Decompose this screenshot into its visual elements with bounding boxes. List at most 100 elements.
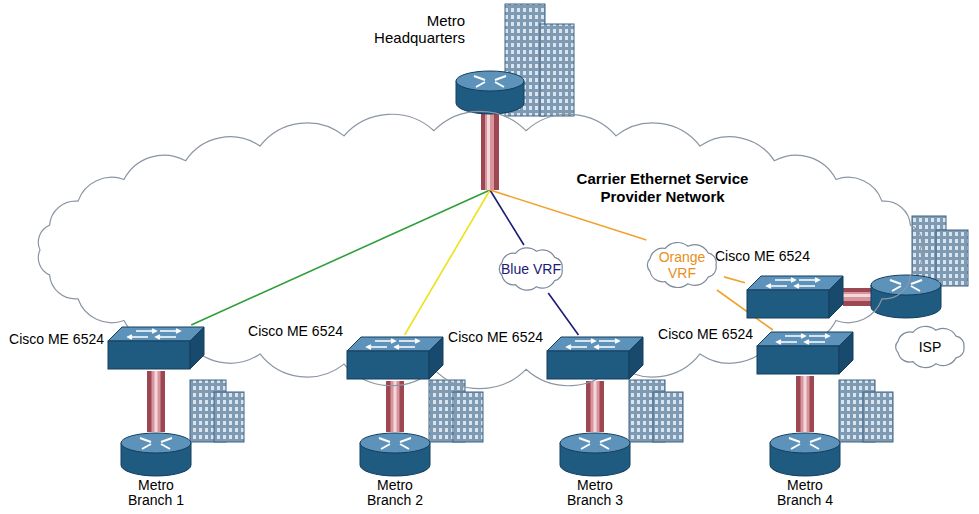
router-top bbox=[121, 433, 191, 453]
site-label: Metro Branch 3 bbox=[555, 478, 635, 508]
pipe-body bbox=[386, 381, 404, 432]
switch-arrows bbox=[767, 278, 819, 288]
switch-icon bbox=[547, 337, 643, 379]
router-shape bbox=[559, 432, 631, 476]
building-block bbox=[453, 392, 483, 442]
switch-front bbox=[547, 351, 629, 379]
router-icon: Metro Branch 1 bbox=[120, 432, 192, 476]
switch-arrows bbox=[777, 334, 829, 344]
branch-building bbox=[839, 380, 893, 442]
building-block bbox=[863, 392, 893, 442]
switch-shape bbox=[106, 325, 206, 371]
pipe-body bbox=[796, 376, 814, 432]
switch-icon: Cisco ME 6524 bbox=[755, 330, 855, 376]
cloud-outline bbox=[896, 326, 964, 367]
building-block bbox=[540, 24, 574, 116]
link-line bbox=[405, 190, 490, 335]
router-top bbox=[770, 433, 840, 453]
cloud-label: Blue VRF bbox=[500, 261, 562, 277]
switch-top bbox=[108, 327, 204, 341]
pipe-link bbox=[595, 381, 596, 432]
building-block bbox=[936, 230, 968, 286]
network-link bbox=[191, 190, 490, 325]
device-label: Cisco ME 6524 bbox=[448, 329, 543, 345]
router-shape bbox=[120, 432, 192, 476]
link-line bbox=[490, 190, 524, 245]
router-icon: Metro Branch 4 bbox=[769, 432, 841, 476]
branch-building bbox=[429, 380, 483, 442]
hq-pipe bbox=[481, 106, 499, 190]
pipe-shine bbox=[394, 381, 397, 432]
router-top bbox=[360, 433, 430, 453]
network-link bbox=[405, 190, 490, 335]
building-block bbox=[214, 392, 244, 442]
switch-arrows bbox=[567, 339, 619, 349]
hq-shape bbox=[455, 70, 525, 190]
router-icon bbox=[456, 71, 524, 114]
cloud-label: Carrier Ethernet Service Provider Networ… bbox=[555, 170, 770, 206]
router-arrows bbox=[379, 438, 411, 449]
router-arrows bbox=[579, 438, 611, 449]
switch-shape bbox=[745, 274, 845, 320]
network-link bbox=[548, 293, 578, 335]
switch-side bbox=[839, 332, 853, 374]
pipe-shine bbox=[594, 381, 597, 432]
switch-front bbox=[747, 290, 829, 318]
pipe-body bbox=[481, 106, 499, 190]
router-arrows bbox=[890, 280, 922, 291]
network-link bbox=[724, 277, 745, 283]
cloud-label: Orange VRF bbox=[648, 249, 716, 281]
network-link bbox=[490, 190, 524, 245]
pipe-link bbox=[805, 376, 806, 432]
router-top bbox=[871, 275, 941, 295]
router-icon bbox=[560, 433, 630, 476]
switch-arrows bbox=[128, 329, 180, 339]
vrf-cloud: Orange VRF bbox=[640, 240, 724, 290]
switch-icon bbox=[347, 337, 443, 379]
branch-building bbox=[190, 380, 244, 442]
pipe-shine bbox=[843, 294, 875, 297]
router-icon bbox=[360, 433, 430, 476]
cloud-outline bbox=[38, 111, 921, 388]
router-top bbox=[560, 433, 630, 453]
switch-side bbox=[190, 327, 204, 369]
site-label: Metro Branch 4 bbox=[765, 478, 845, 508]
switch-top bbox=[747, 276, 843, 290]
cloud-outline bbox=[499, 248, 562, 290]
switch-shape bbox=[755, 330, 855, 376]
pipe-shine bbox=[487, 106, 490, 190]
switch-icon: Cisco ME 6524 bbox=[545, 335, 645, 381]
pipe-shine bbox=[152, 371, 161, 432]
switch-icon bbox=[757, 332, 853, 374]
pipe-link bbox=[395, 381, 396, 432]
switch-icon: Cisco ME 6524 bbox=[345, 335, 445, 381]
site-label: Metro Branch 1 bbox=[116, 478, 196, 508]
switch-side bbox=[629, 337, 643, 379]
switch-icon: Cisco ME 6524 bbox=[106, 325, 206, 371]
switch-side bbox=[429, 337, 443, 379]
device-label: Cisco ME 6524 bbox=[9, 331, 104, 347]
router-arrows bbox=[474, 76, 506, 87]
vrf-cloud: Blue VRF bbox=[492, 245, 570, 293]
switch-top bbox=[547, 337, 643, 351]
switch-front bbox=[108, 341, 190, 369]
cloud-outline bbox=[647, 243, 716, 288]
switch-top bbox=[347, 337, 443, 351]
switch-shape bbox=[345, 335, 445, 381]
branch-building bbox=[629, 380, 683, 442]
switch-icon: Cisco ME 6524 bbox=[745, 274, 845, 320]
pipe-shine bbox=[485, 106, 494, 190]
switch-front bbox=[757, 346, 839, 374]
router-shape bbox=[359, 432, 431, 476]
pipe-shine bbox=[801, 376, 810, 432]
router-arrows bbox=[140, 438, 172, 449]
pipe-body bbox=[586, 381, 604, 432]
device-label: Cisco ME 6524 bbox=[715, 248, 810, 264]
router-icon bbox=[121, 433, 191, 476]
switch-icon bbox=[108, 327, 204, 369]
router-icon bbox=[770, 433, 840, 476]
pipe-link bbox=[156, 371, 157, 432]
headquarters-router: Metro Headquarters bbox=[455, 70, 525, 190]
router-top bbox=[456, 71, 524, 91]
router-icon: Metro Branch 3 bbox=[559, 432, 631, 476]
